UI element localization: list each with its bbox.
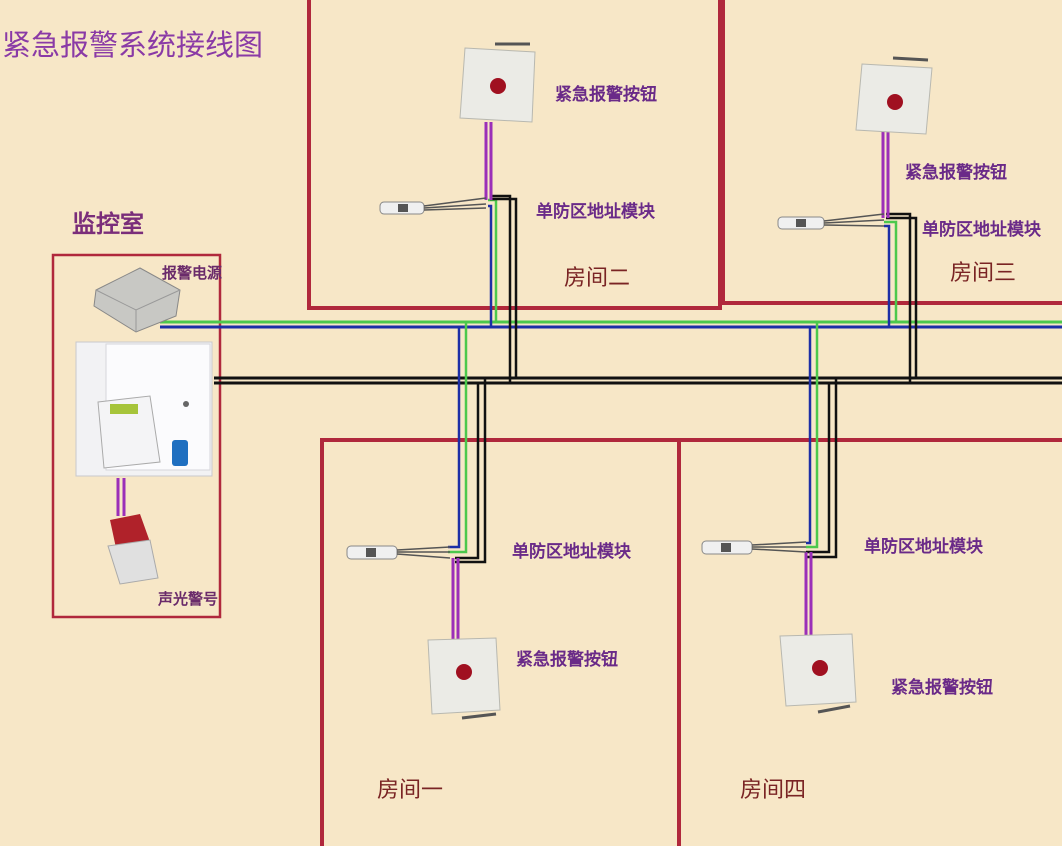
room-walls [307,0,1062,846]
room-one-module-label: 单防区地址模块 [512,542,631,562]
room-three-wall [721,0,1062,305]
address-module-room-one [346,545,451,560]
room-two-module-label: 单防区地址模块 [536,202,655,222]
room-three-button-label: 紧急报警按钮 [905,163,1007,183]
page-title: 紧急报警系统接线图 [2,28,264,62]
emergency-button-room-three [855,56,933,135]
siren-strobe [107,514,159,585]
address-module-room-three [777,213,885,230]
address-module-room-two [379,197,487,215]
monitor-room-border [51,253,222,619]
siren-label: 声光警号 [158,590,219,608]
alarm-control-panel [75,341,213,477]
room-one-button-label: 紧急报警按钮 [516,650,618,670]
room-one-name: 房间一 [377,778,444,803]
room-four-drop-wires [806,322,838,559]
monitor-room-label: 监控室 [72,210,144,238]
room-four-name: 房间四 [740,778,807,803]
room-four-wall [677,438,1062,846]
bus-lines [160,320,1062,385]
room-three-module-label: 单防区地址模块 [922,220,1041,240]
emergency-button-room-one [427,637,501,720]
room-four-button-label: 紧急报警按钮 [891,678,993,698]
emergency-button-room-two [459,42,536,123]
room-one-wall [320,438,678,846]
emergency-button-room-four [779,633,857,714]
room-two-wall [307,0,722,310]
room-two-button-label: 紧急报警按钮 [555,85,657,105]
room-three-drop-wires [884,212,918,383]
power-supply-label: 报警电源 [162,264,223,282]
room-one-drop-wires [448,322,487,564]
alarm-power-supply [93,267,181,333]
address-module-room-four [701,540,807,555]
room-three-name: 房间三 [950,261,1017,286]
room-four-module-label: 单防区地址模块 [864,537,983,557]
purple-wires [116,122,890,640]
room-two-drop-wires [488,194,518,383]
room-two-name: 房间二 [564,266,631,291]
